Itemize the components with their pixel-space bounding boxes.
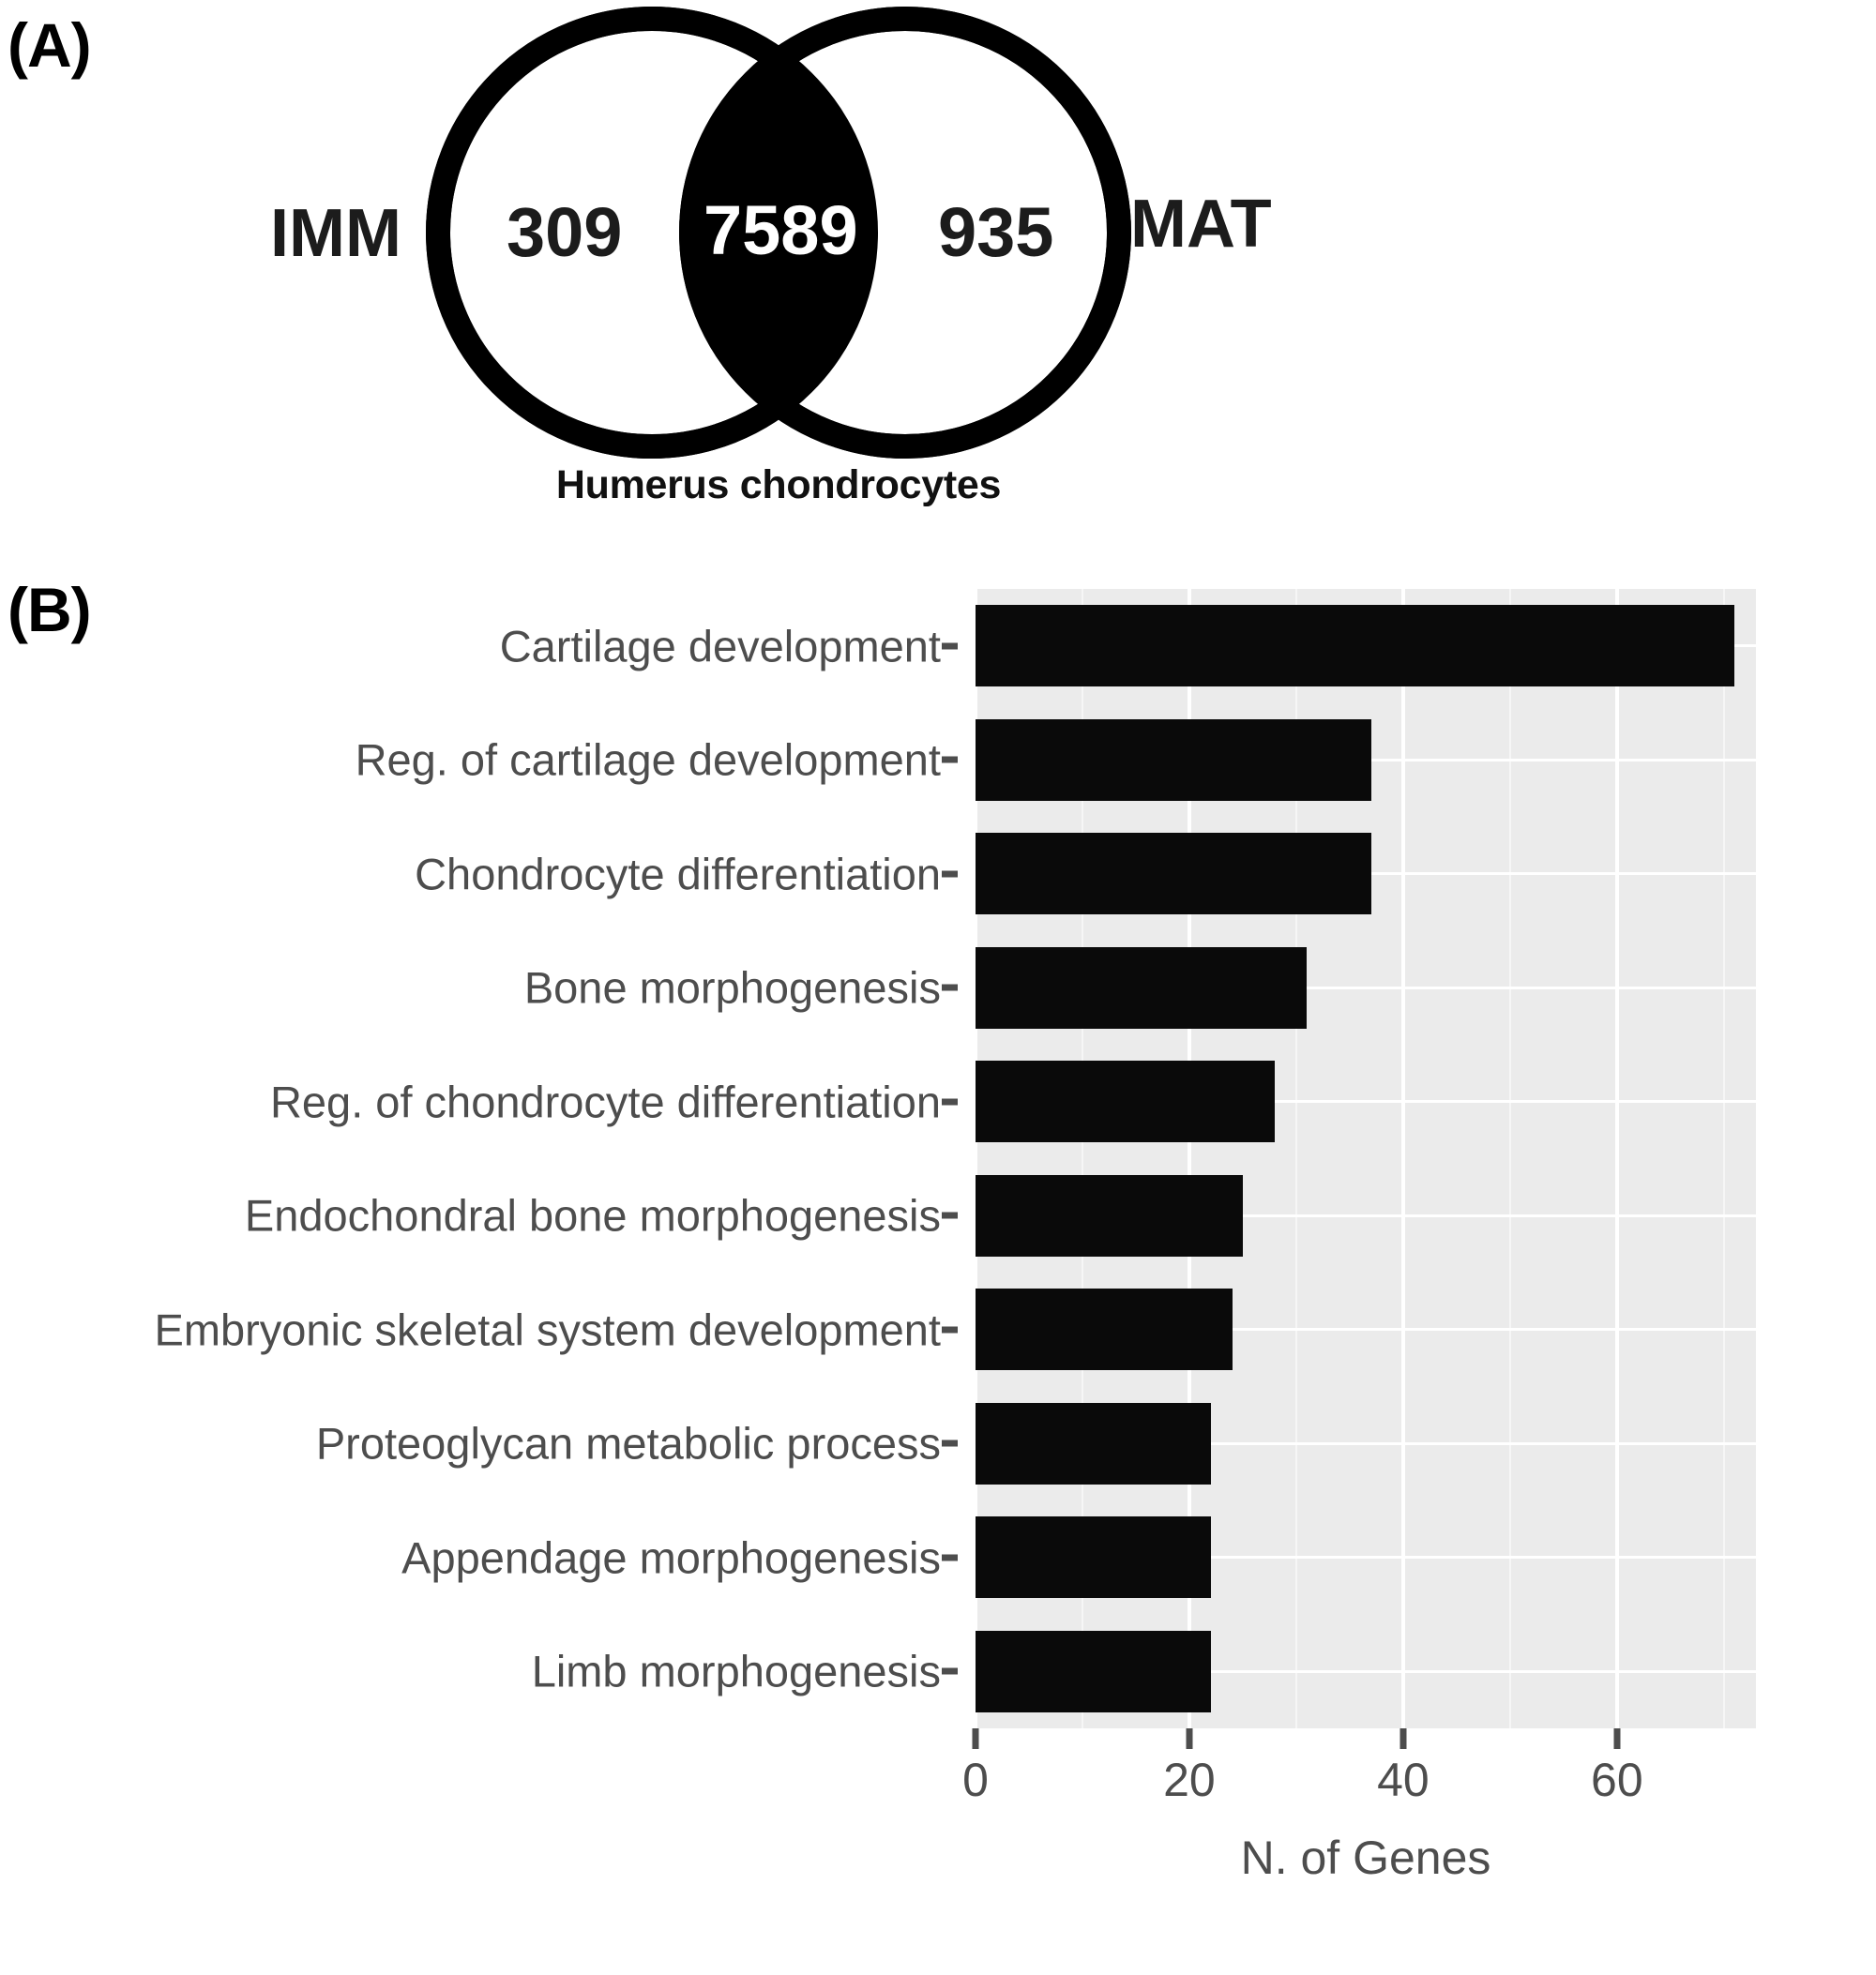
venn-diagram xyxy=(403,5,1154,464)
gridline-minor xyxy=(1294,589,1297,1728)
y-axis-tick-mark xyxy=(942,1098,958,1106)
gridline-horizontal xyxy=(976,1669,1756,1673)
y-axis-tick-label: Reg. of cartilage development xyxy=(355,734,941,785)
venn-label-imm: IMM xyxy=(270,196,401,271)
x-axis-title: N. of Genes xyxy=(1240,1832,1491,1884)
y-axis-tick-mark xyxy=(942,1326,958,1334)
y-axis-tick-label: Endochondral bone morphogenesis xyxy=(244,1190,941,1241)
bar xyxy=(976,1516,1211,1599)
y-axis-tick-label: Cartilage development xyxy=(499,621,941,671)
venn-label-mat: MAT xyxy=(1130,187,1272,262)
gridline-minor xyxy=(1081,589,1083,1728)
y-axis-tick-mark xyxy=(942,1667,958,1675)
venn-circle-right-stroke xyxy=(679,7,1131,459)
plot-panel xyxy=(974,589,1756,1728)
y-axis-tick-mark xyxy=(942,870,958,878)
panel-b-label: (B) xyxy=(8,575,92,644)
gridline-horizontal xyxy=(976,1100,1756,1104)
y-axis-tick-mark xyxy=(942,1212,958,1219)
panel-a-label: (A) xyxy=(8,10,92,80)
bar xyxy=(976,605,1735,687)
gridline-horizontal xyxy=(976,1214,1756,1217)
y-axis-tick-label: Proteoglycan metabolic process xyxy=(315,1418,941,1469)
bar xyxy=(976,1402,1211,1485)
venn-intersection xyxy=(691,19,866,446)
x-axis-tick-mark xyxy=(1613,1728,1621,1749)
y-axis-tick-label: Chondrocyte differentiation xyxy=(415,849,941,899)
x-axis-tick-label: 60 xyxy=(1591,1754,1643,1806)
y-axis-tick-mark xyxy=(942,642,958,650)
gridline-major xyxy=(1400,589,1405,1728)
y-axis-tick-mark xyxy=(942,756,958,763)
y-axis-tick-mark xyxy=(942,984,958,991)
y-axis-tick-label: Limb morphogenesis xyxy=(531,1646,941,1696)
gridline-major xyxy=(974,589,977,1728)
bar xyxy=(976,1289,1233,1371)
bar xyxy=(976,1061,1276,1143)
x-axis-tick-label: 0 xyxy=(962,1754,989,1806)
x-axis-tick-label: 40 xyxy=(1377,1754,1430,1806)
gridline-minor xyxy=(1722,589,1725,1728)
bar xyxy=(976,833,1371,915)
y-axis-tick-label: Bone morphogenesis xyxy=(523,962,941,1013)
x-axis-tick-mark xyxy=(1399,1728,1407,1749)
venn-circle-left-stroke xyxy=(426,7,878,459)
y-axis-tick-label: Reg. of chondrocyte differentiation xyxy=(269,1077,941,1127)
x-axis: 0 20 40 60 xyxy=(962,1728,1756,1806)
venn-count-imm-only: 309 xyxy=(507,193,623,271)
bar xyxy=(976,1630,1211,1712)
gridline-horizontal xyxy=(976,986,1756,989)
panel-a: (A) IMM MAT 309 7589 935 Humerus chondro… xyxy=(0,0,1876,713)
bar xyxy=(976,1174,1243,1257)
gridline-horizontal xyxy=(976,1328,1756,1332)
gridline-horizontal xyxy=(976,1441,1756,1445)
y-axis-tick-mark xyxy=(942,1554,958,1561)
x-axis-tick-mark xyxy=(1186,1728,1193,1749)
y-axis-tick-mark xyxy=(942,1440,958,1447)
y-axis-tick-label: Embryonic skeletal system development xyxy=(154,1304,941,1355)
gridline-major xyxy=(1614,589,1619,1728)
venn-svg xyxy=(426,7,1131,459)
bar xyxy=(976,718,1371,801)
venn-count-mat-only: 935 xyxy=(938,193,1054,271)
gridline-minor xyxy=(1508,589,1511,1728)
y-axis-tick-label: Appendage morphogenesis xyxy=(401,1532,941,1583)
venn-count-shared: 7589 xyxy=(704,191,858,269)
bar xyxy=(976,946,1308,1029)
gridline-horizontal xyxy=(976,1556,1756,1560)
venn-caption: Humerus chondrocytes xyxy=(555,462,1002,507)
x-axis-tick-label: 20 xyxy=(1163,1754,1216,1806)
gridline-major xyxy=(1187,589,1191,1728)
x-axis-tick-mark xyxy=(972,1728,979,1749)
